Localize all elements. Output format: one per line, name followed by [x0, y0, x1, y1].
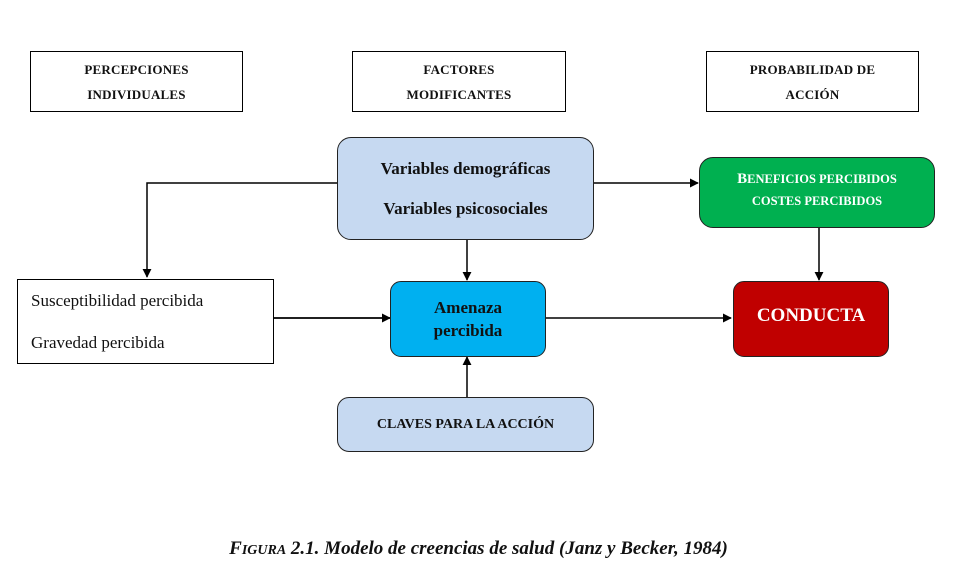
node-modifying-variables: Variables demográficas Variables psicoso… — [337, 137, 594, 240]
variables-psychosocial: Variables psicosociales — [383, 198, 548, 218]
caption-figure-word: IGURA — [241, 543, 287, 558]
header-perceptions: PERCEPCIONES INDIVIDUALES — [30, 51, 243, 112]
header-probability-line1: PROBABILIDAD DE — [749, 61, 876, 77]
node-behavior: CONDUCTA — [733, 281, 889, 357]
benefits-initial: B — [737, 171, 748, 187]
header-modifiers: FACTORES MODIFICANTES — [352, 51, 566, 112]
header-modifiers-line2: MODIFICANTES — [406, 86, 512, 102]
benefits-rest: ENEFICIOS PERCIBIDOS — [747, 172, 897, 186]
header-perceptions-line1: PERCEPCIONES — [84, 61, 189, 77]
behavior-label: CONDUCTA — [756, 305, 866, 326]
cues-label: CLAVES PARA LA ACCIÓN — [376, 416, 555, 432]
node-perceived-benefits-costs: BENEFICIOS PERCIBIDOS COSTES PERCIBIDOS — [699, 157, 935, 228]
threat-line1: Amenaza — [434, 298, 502, 317]
caption-text: 2.1. Modelo de creencias de salud (Janz … — [286, 538, 728, 559]
caption-initial: F — [229, 538, 242, 559]
perceived-severity: Gravedad percibida — [31, 332, 165, 352]
node-perceived-threat: Amenaza percibida — [390, 281, 546, 357]
node-cues-to-action: CLAVES PARA LA ACCIÓN — [337, 397, 594, 452]
header-probability-line2: ACCIÓN — [785, 86, 840, 102]
benefits-line2: COSTES PERCIBIDOS — [751, 194, 883, 208]
figure-caption: FIGURA 2.1. Modelo de creencias de salud… — [0, 538, 957, 560]
node-susceptibility-severity: Susceptibilidad percibida Gravedad perci… — [17, 279, 274, 364]
header-modifiers-line1: FACTORES — [423, 61, 495, 77]
arrow-variables-to-susceptibility — [142, 182, 337, 278]
benefits-line1: BENEFICIOS PERCIBIDOS — [737, 168, 897, 190]
header-perceptions-line2: INDIVIDUALES — [87, 86, 186, 102]
threat-line2: percibida — [433, 321, 503, 340]
variables-demographic: Variables demográficas — [380, 158, 551, 178]
perceived-susceptibility: Susceptibilidad percibida — [31, 290, 204, 310]
header-probability: PROBABILIDAD DE ACCIÓN — [706, 51, 919, 112]
